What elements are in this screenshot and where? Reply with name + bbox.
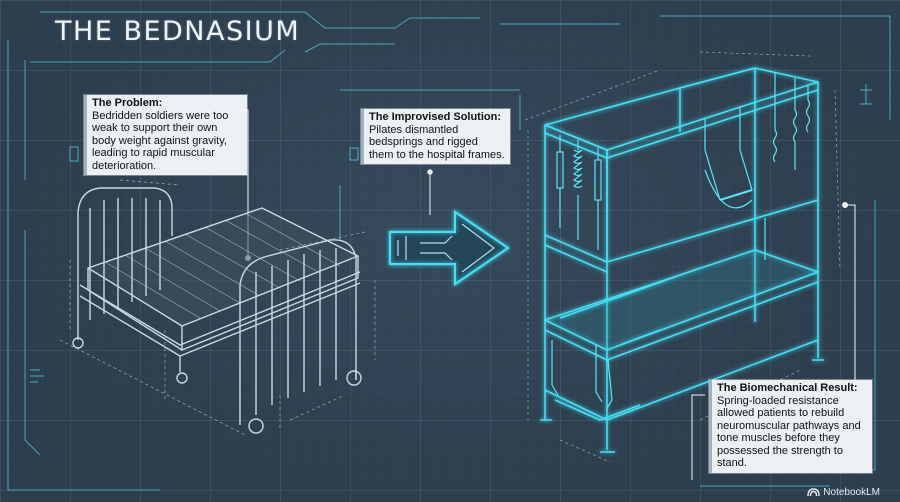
hospital-bed-drawing: [72, 187, 362, 434]
notebooklm-logo-icon: [807, 488, 820, 497]
brand-label: NotebookLM: [823, 487, 880, 498]
page-title: THE BEDNASIUM: [55, 16, 301, 47]
callout-problem-heading: The Problem:: [92, 97, 163, 109]
spring-right-1: [772, 72, 778, 163]
springs-and-straps: [551, 72, 811, 411]
spring-left-1: [572, 140, 583, 240]
callout-solution-heading: The Improvised Solution:: [369, 111, 502, 123]
transformation-arrow: [388, 209, 510, 287]
brand-watermark: NotebookLM: [807, 487, 880, 498]
spring-right-2: [792, 78, 798, 170]
callout-solution-text: Pilates dismantled bedsprings and rigged…: [369, 123, 505, 161]
callout-problem-text: Bedridden soldiers were too weak to supp…: [92, 109, 229, 172]
callout-result-heading: The Biomechanical Result:: [717, 382, 858, 394]
callout-problem: The Problem: Bedridden soldiers were too…: [84, 95, 247, 175]
trapeze-swing: [704, 106, 753, 209]
callout-solution: The Improvised Solution: Pilates dismant…: [361, 109, 510, 164]
hud-small-marks: [30, 84, 872, 383]
foot-straps: [551, 218, 766, 411]
spring-left-2: [594, 148, 602, 250]
bednasium-frame-drawing: [540, 67, 824, 453]
callout-result-text: Spring-loaded resistance allowed patient…: [717, 394, 861, 470]
spring-right-3: [805, 86, 811, 133]
bed-dimension-lines: [59, 179, 376, 436]
callout-result: The Biomechanical Result: Spring-loaded …: [709, 380, 872, 473]
hud-frame-lines: [7, 11, 891, 491]
spring-left-3: [556, 135, 564, 228]
